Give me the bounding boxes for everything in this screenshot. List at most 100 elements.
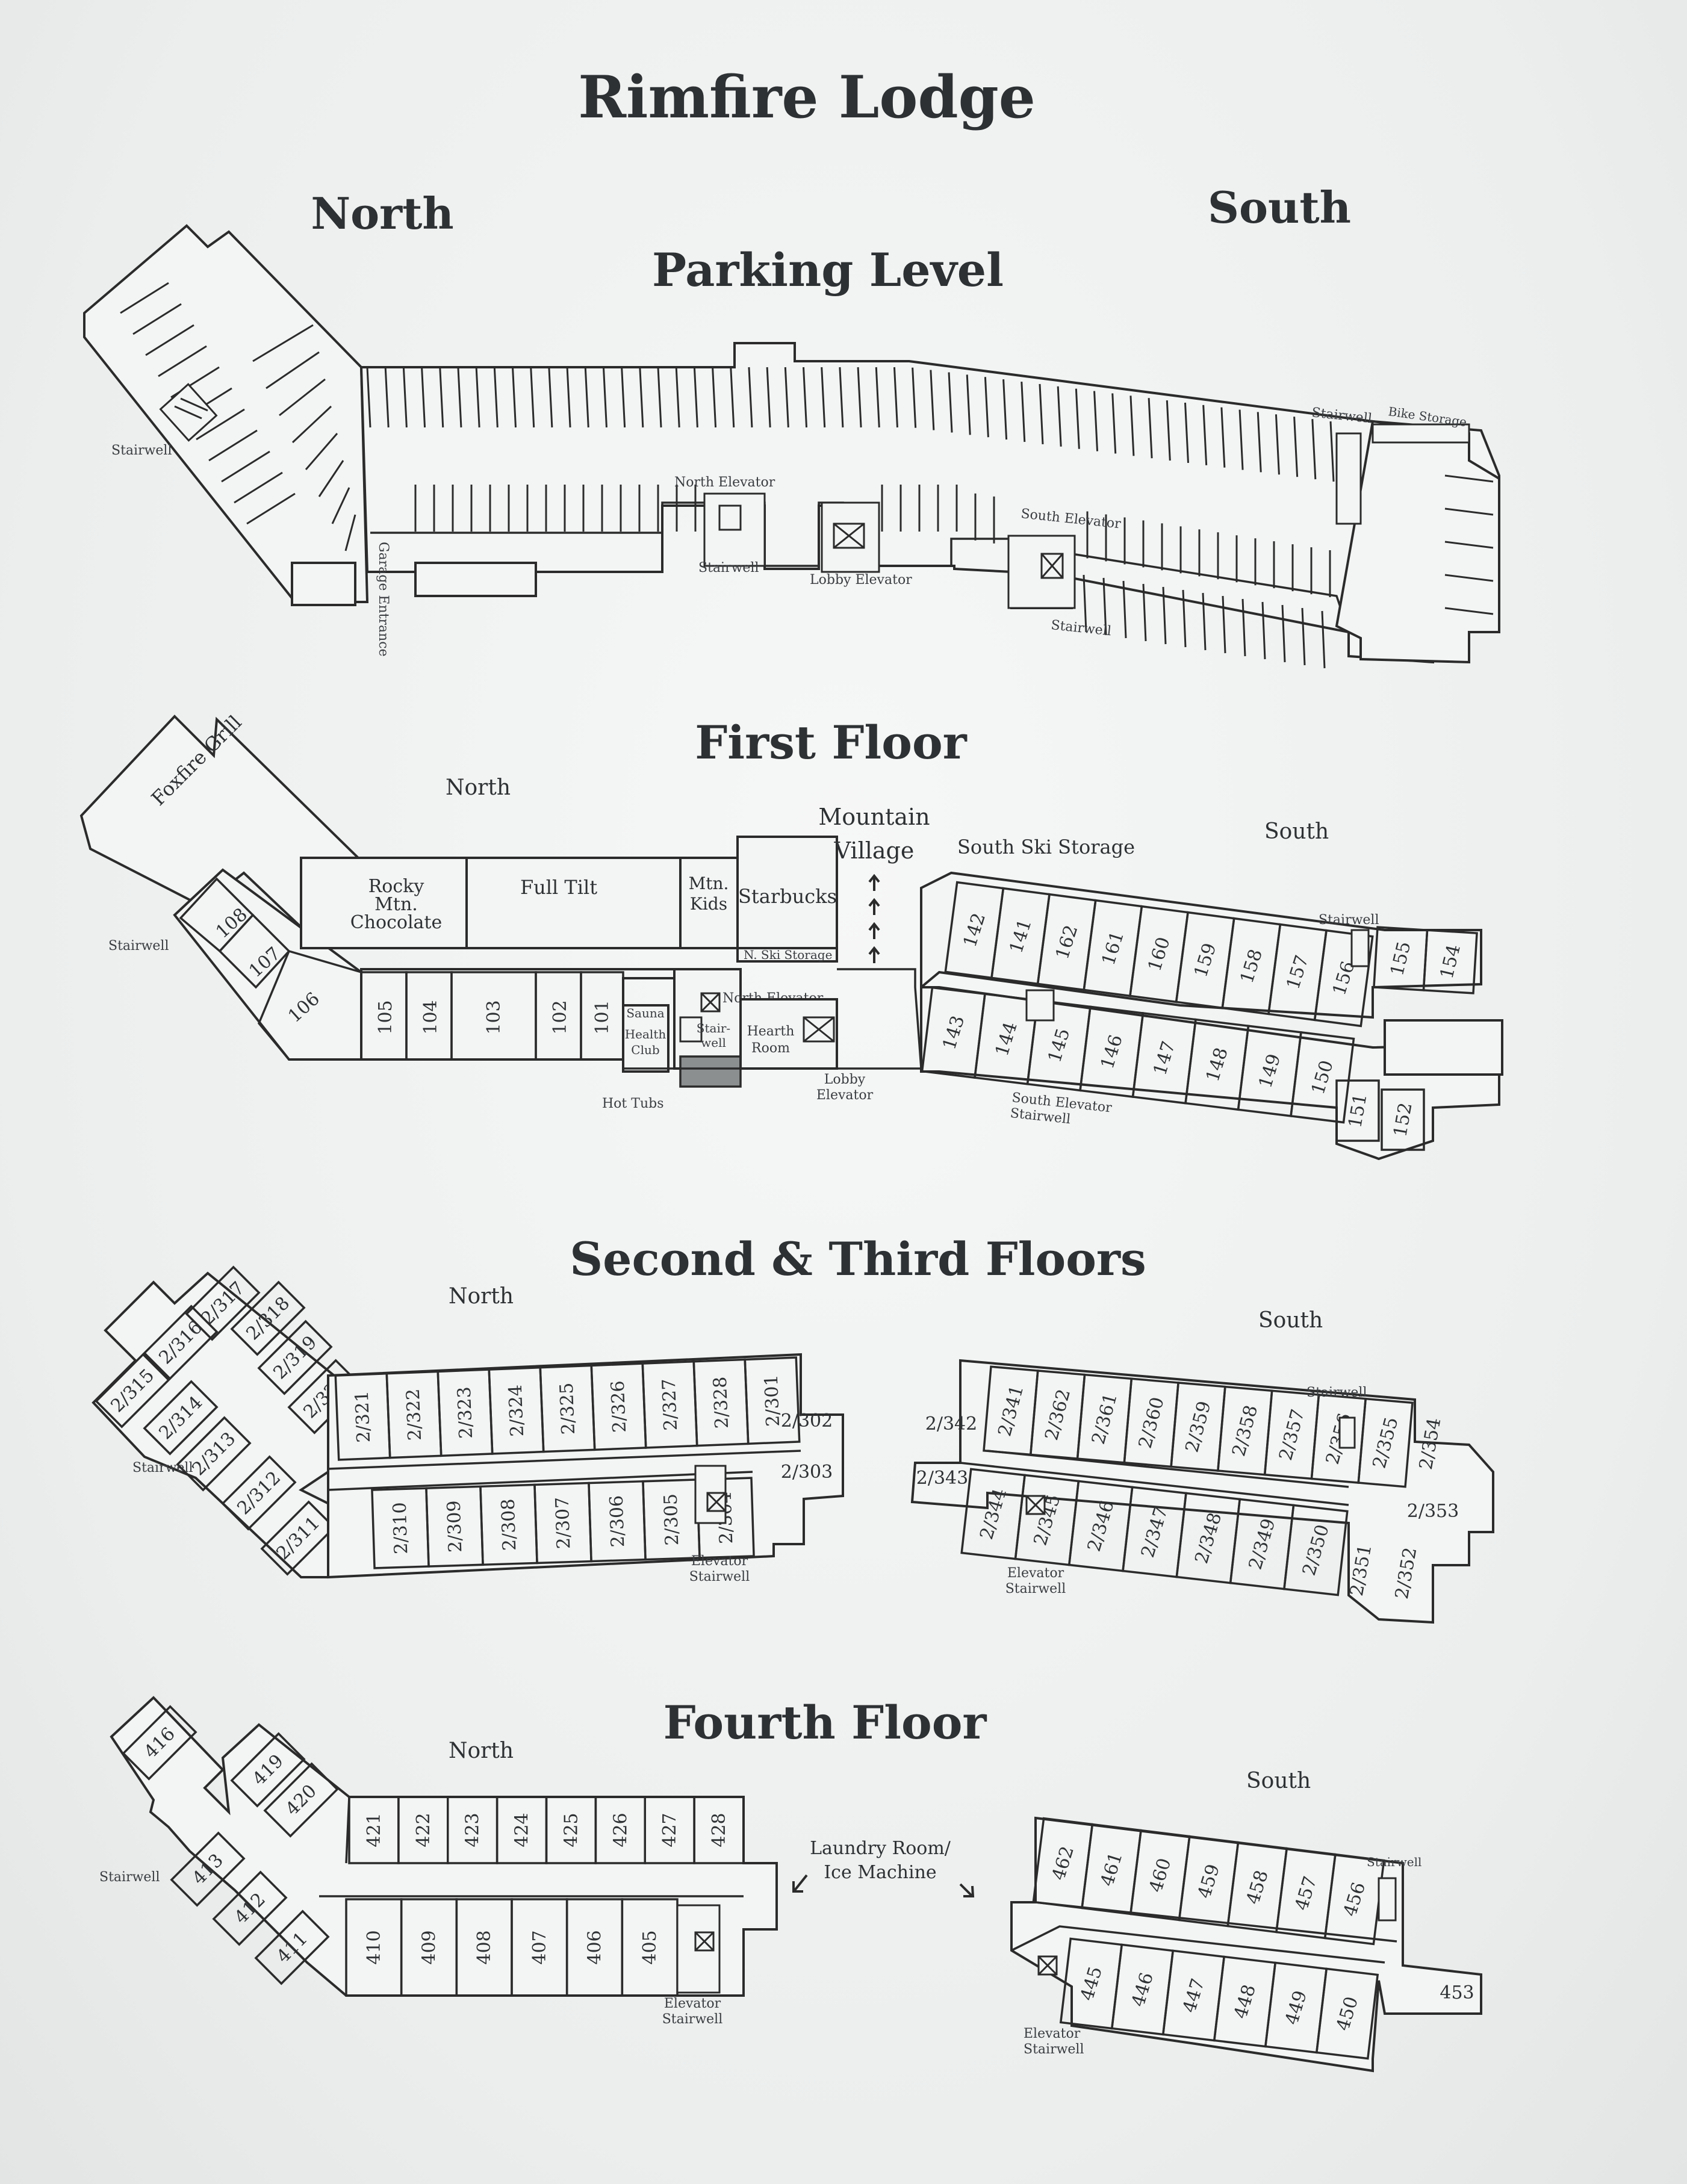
second-third-heading: Second & Third Floors (570, 1232, 1146, 1286)
room-number: 2/308 (498, 1498, 521, 1551)
parking-stall (1222, 595, 1226, 654)
garage-entrance-label: Garage Entrance (376, 542, 391, 657)
parking-stall (145, 324, 194, 356)
room-number: 2/302 (781, 1410, 833, 1432)
parking-stall (1444, 541, 1494, 549)
parking-stall (1202, 405, 1208, 465)
room-number: 2/342 (925, 1413, 977, 1435)
room (221, 1455, 297, 1531)
first-north-label: North (446, 775, 511, 800)
room (1381, 1088, 1425, 1151)
parking-stall (1444, 507, 1494, 516)
parking-stall (493, 367, 499, 428)
room-number: 2/326 (607, 1380, 630, 1433)
parking-stall (639, 367, 644, 428)
page-title: Rimfire Lodge (578, 63, 1036, 131)
room (260, 1500, 336, 1576)
parking-stall (1281, 604, 1286, 663)
svg-text:104: 104 (420, 1000, 441, 1034)
room-number: 409 (419, 1930, 440, 1964)
parking-stall (1021, 381, 1026, 442)
parking-stall (158, 345, 207, 377)
parking-stall (766, 367, 771, 428)
svg-text:Stairwell: Stairwell (1319, 913, 1379, 928)
parking-stall (291, 405, 332, 444)
room-number: 2/324 (505, 1384, 528, 1437)
parking-stall (331, 487, 350, 524)
fourth-floor-heading: Fourth Floor (663, 1696, 987, 1749)
parking-stall (1261, 601, 1266, 660)
parking-stall (1182, 589, 1187, 648)
room-number: 2/307 (552, 1497, 575, 1550)
parking-stall (821, 367, 826, 428)
parking-stalls-top (366, 367, 1335, 482)
room-number: 2/327 (659, 1378, 682, 1431)
room (1313, 929, 1374, 1028)
room (744, 1356, 801, 1445)
svg-text:South: South (1246, 1769, 1311, 1793)
room (1282, 1504, 1349, 1596)
parking-stall (548, 367, 553, 428)
parking-stall (1241, 598, 1246, 657)
room-number: 407 (529, 1930, 550, 1964)
parking-stall (1166, 400, 1171, 461)
parking-stall (266, 351, 320, 389)
parking-stall (1102, 577, 1107, 636)
parking-stall (1293, 417, 1299, 477)
health-club (622, 1004, 670, 1073)
parking-stall (234, 471, 283, 504)
svg-text:Stairwell: Stairwell (1367, 1855, 1421, 1869)
parking-stall (912, 367, 917, 428)
room-number: 2/325 (556, 1382, 579, 1435)
parking-stall (803, 367, 808, 428)
svg-text:102: 102 (550, 1000, 571, 1034)
room (212, 1870, 288, 1946)
room-number: 2/306 (606, 1495, 629, 1548)
svg-text:Stairwell: Stairwell (99, 1870, 160, 1885)
room (176, 1416, 252, 1492)
room-number: 2/322 (403, 1388, 426, 1441)
parking-stall (602, 367, 607, 428)
room-number: 2/347 (1137, 1504, 1172, 1560)
parking-stall (1444, 474, 1494, 483)
stairwell-icon (159, 383, 218, 442)
parking-stall (512, 367, 517, 428)
parking-stall (984, 377, 989, 438)
room-number: 2/309 (444, 1500, 467, 1553)
parking-stall (384, 367, 390, 428)
parking-stalls-bottom (414, 485, 1331, 669)
parking-stall (1329, 421, 1335, 482)
parking-stall (366, 367, 371, 428)
room (1357, 1397, 1414, 1488)
room (257, 1320, 333, 1395)
parking-stall (246, 492, 296, 525)
starbucks-label: Starbucks (738, 885, 837, 908)
room (185, 1265, 261, 1341)
svg-text:South: South (1258, 1308, 1323, 1333)
parking-stall (279, 378, 326, 417)
parking-stall (1184, 402, 1189, 464)
parking-stall (1444, 574, 1494, 582)
room-number: 2/346 (1084, 1498, 1119, 1554)
parking-stall (730, 367, 735, 428)
parking-north-wing (83, 224, 369, 603)
svg-text:South ElevatorStairwell: South ElevatorStairwell (1010, 1090, 1113, 1131)
room (1315, 1967, 1379, 2060)
parking-stall (439, 367, 444, 428)
parking-stall (120, 282, 169, 314)
parking-stall (1083, 574, 1087, 633)
room-number: 2/310 (390, 1502, 412, 1555)
room-number: 425 (561, 1813, 582, 1847)
room-number: 2/303 (781, 1462, 833, 1483)
first-floor-heading: First Floor (695, 716, 967, 769)
svg-text:North: North (449, 1284, 514, 1309)
room-number: 424 (512, 1813, 533, 1847)
parking-stall (132, 303, 182, 335)
parking-stall (305, 433, 338, 470)
room (122, 1705, 197, 1781)
